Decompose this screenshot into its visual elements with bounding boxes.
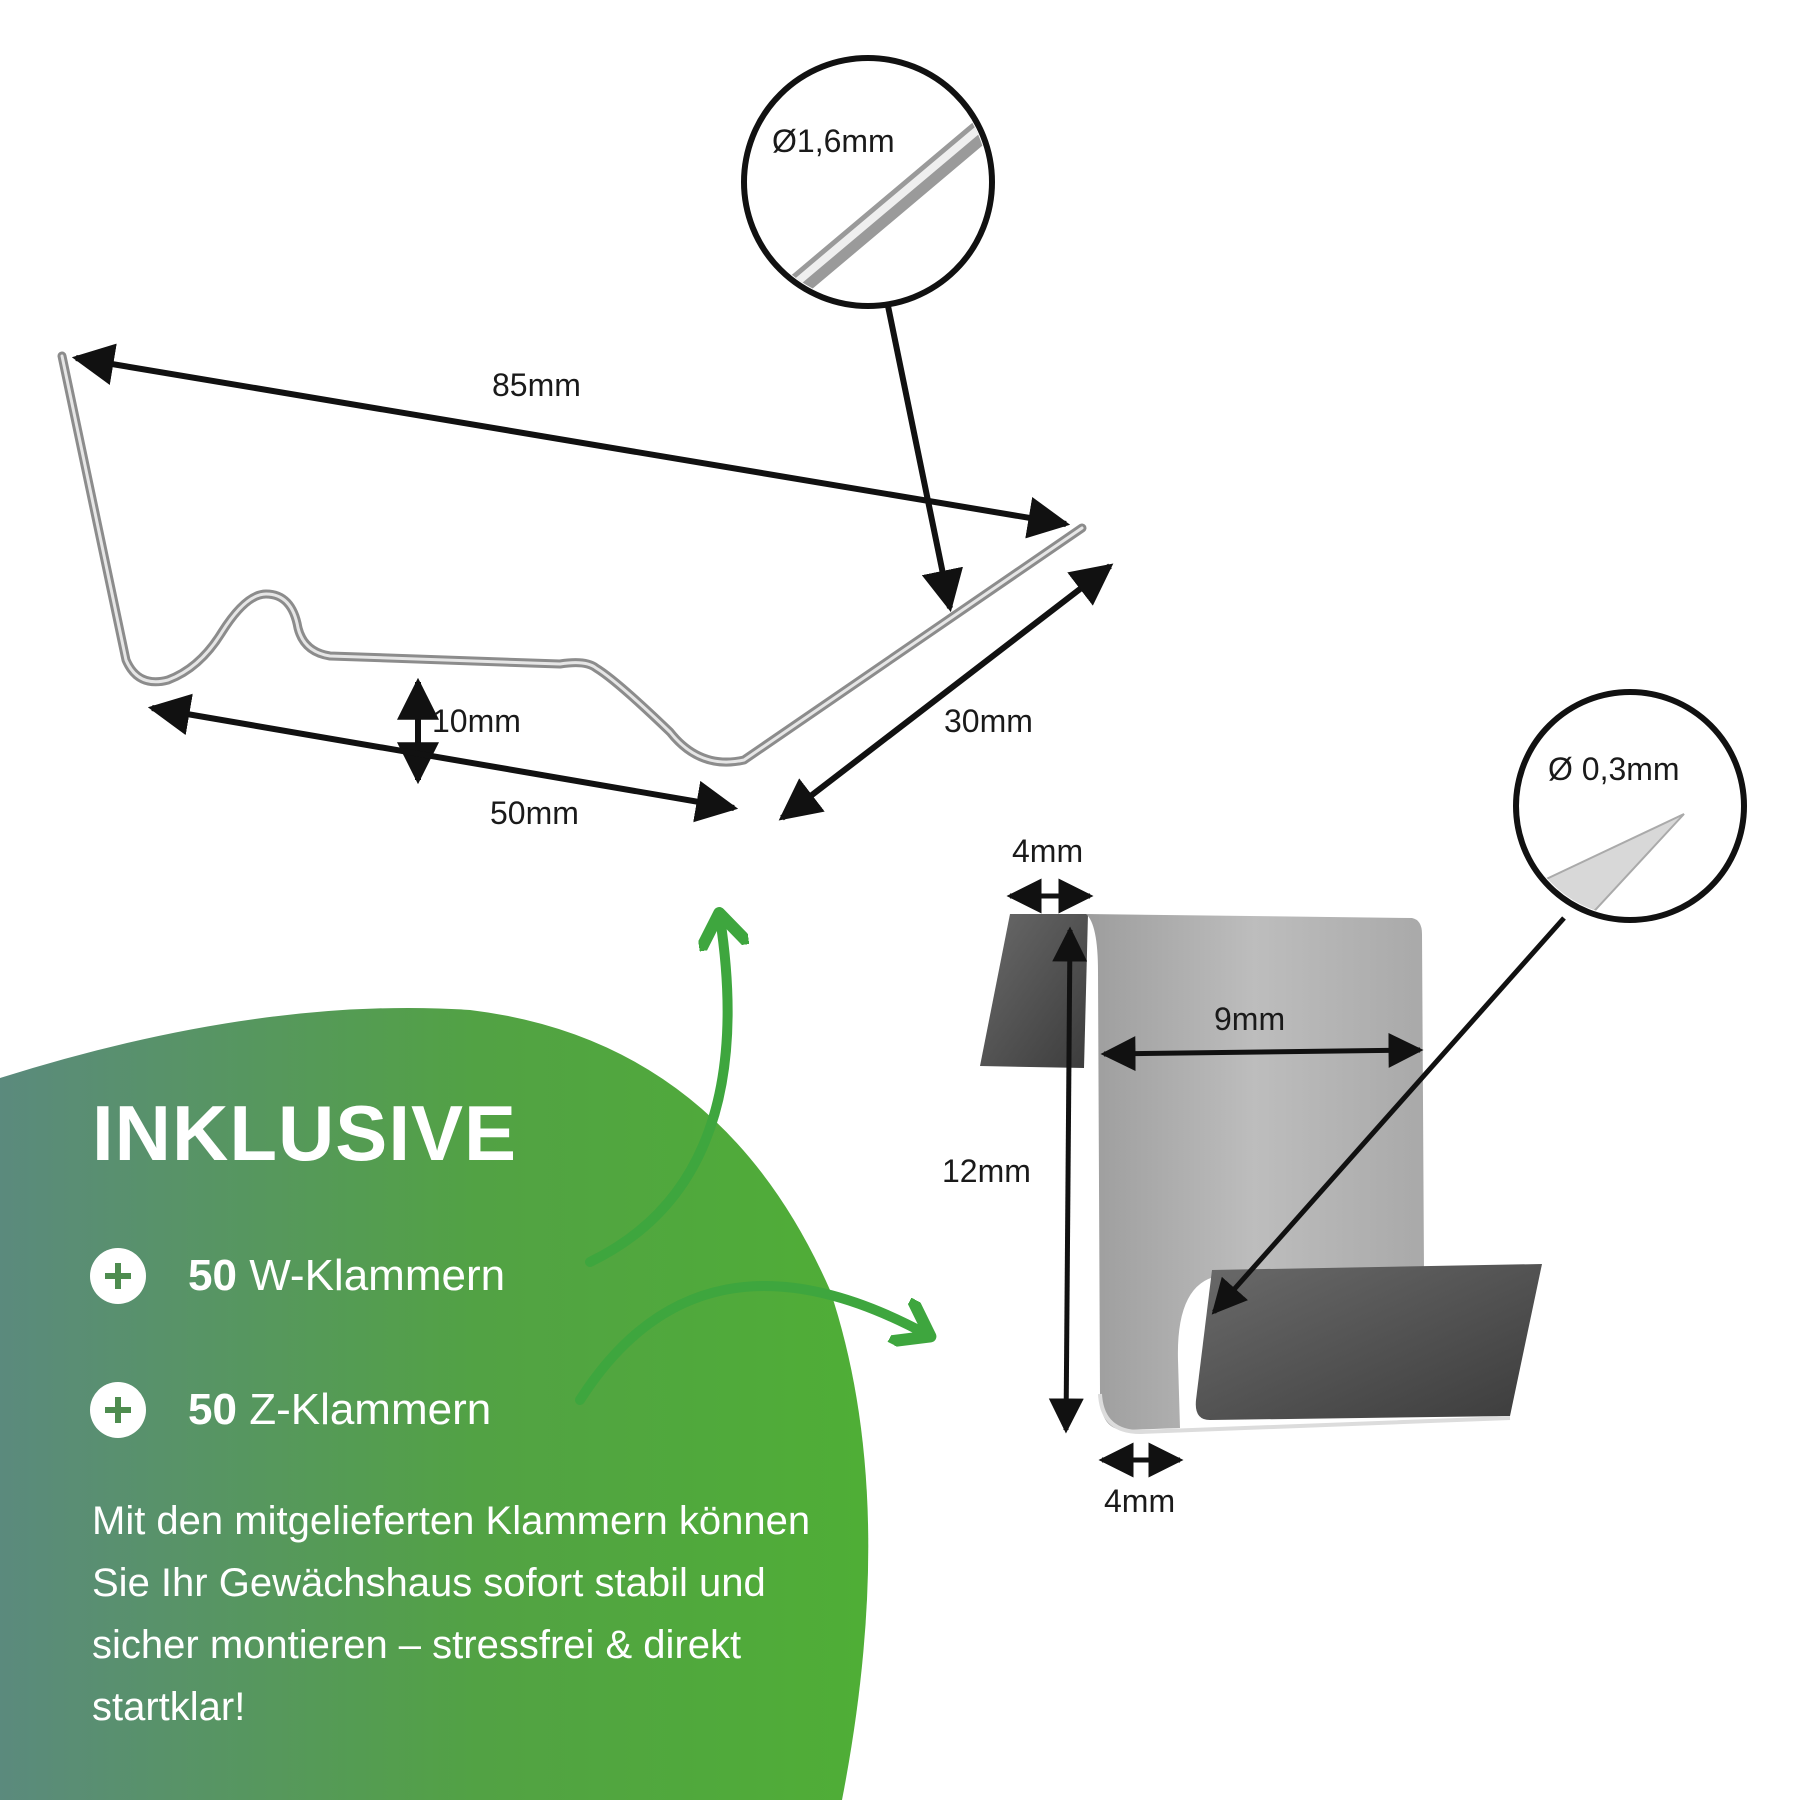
height-dimension-arrow-z	[1048, 926, 1088, 1434]
inner-width-label: 9mm	[1214, 1001, 1285, 1037]
wire-diameter-label: Ø1,6mm	[772, 123, 895, 159]
item-count: 50	[188, 1251, 237, 1300]
item-label: W-Klammern	[249, 1251, 506, 1300]
top-width-label: 4mm	[1012, 833, 1083, 869]
height-label: 10mm	[432, 703, 521, 739]
w-clip-wire	[57, 351, 1087, 767]
length-dimension-arrow	[71, 343, 1071, 539]
base-label: 50mm	[490, 795, 579, 831]
arrow-to-w-clip	[585, 918, 728, 1267]
info-panel-background	[0, 1007, 869, 1800]
length-label: 85mm	[492, 367, 581, 403]
item-label: Z-Klammern	[249, 1385, 492, 1434]
sheet-pointer-arrow	[1211, 916, 1566, 1315]
depth-dimension-arrow	[778, 563, 1114, 821]
included-item-z-clips: 50 Z-Klammern	[90, 1382, 491, 1438]
inner-width-dimension-arrow	[1100, 1032, 1424, 1072]
z-clip: 4mm 9mm 12mm 4mm Ø 0,3mm	[942, 689, 1747, 1519]
z-height-label: 12mm	[942, 1153, 1031, 1189]
plus-icon	[90, 1382, 146, 1438]
headline: INKLUSIVE	[92, 1089, 518, 1177]
description-text: Mit den mitgelieferten Klammern können S…	[92, 1499, 811, 1729]
bottom-width-label: 4mm	[1104, 1483, 1175, 1519]
w-clip: 85mm 30mm 10mm 50mm Ø1,6mm	[57, 55, 1114, 831]
wire-detail-magnifier: Ø1,6mm	[741, 55, 995, 309]
plus-icon	[90, 1248, 146, 1304]
base-dimension-arrow	[147, 693, 739, 823]
sheet-thickness-label: Ø 0,3mm	[1548, 751, 1680, 787]
item-count: 50	[188, 1385, 237, 1434]
included-item-w-clips: 50 W-Klammern	[90, 1248, 505, 1304]
arrow-to-z-clip	[575, 1281, 926, 1405]
depth-label: 30mm	[944, 703, 1033, 739]
z-clip-bottom-lip	[1195, 1264, 1542, 1420]
sheet-detail-magnifier: Ø 0,3mm	[1513, 689, 1747, 923]
wire-pointer-arrow	[885, 305, 963, 613]
